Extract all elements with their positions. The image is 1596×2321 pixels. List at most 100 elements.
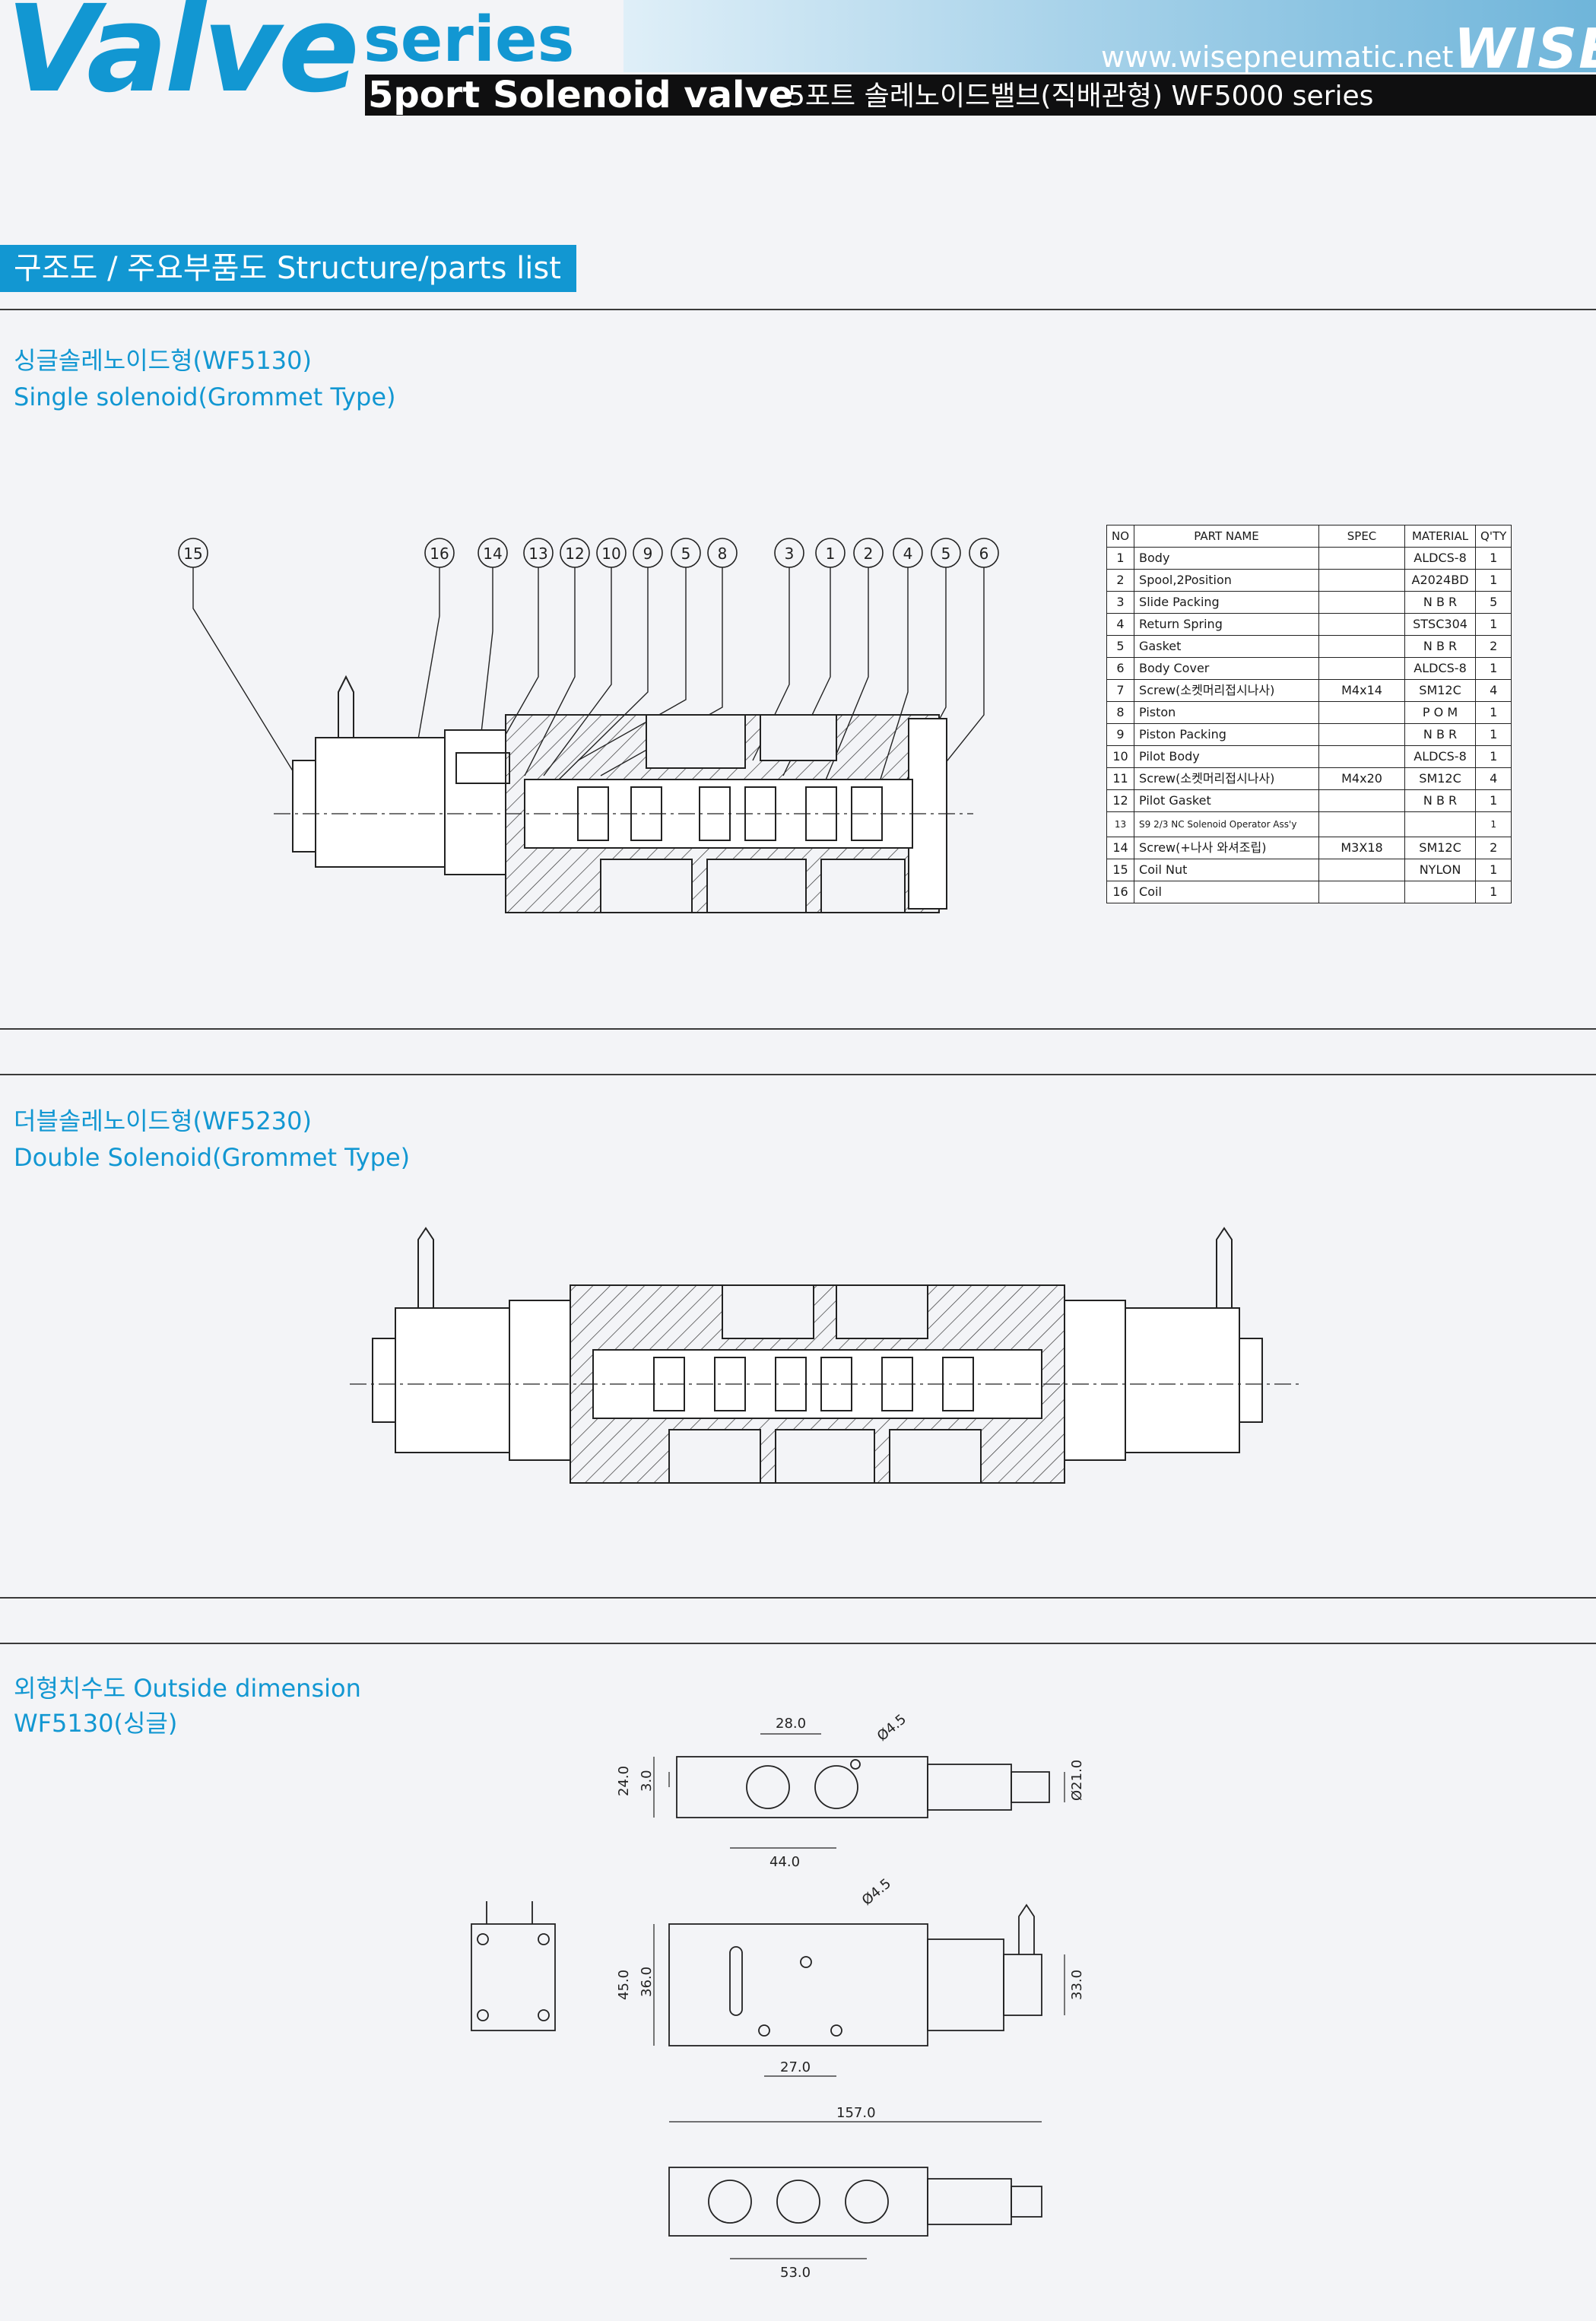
svg-text:4: 4 <box>903 545 913 563</box>
parts-cell-material: ALDCS-8 <box>1404 745 1477 768</box>
parts-cell-no: 12 <box>1106 789 1135 812</box>
parts-cell-spec <box>1318 811 1406 837</box>
parts-cell-name: Piston <box>1134 701 1320 724</box>
parts-cell-material <box>1404 811 1477 837</box>
parts-cell-name: Screw(소켓머리접시나사) <box>1134 679 1320 702</box>
svg-text:2: 2 <box>864 545 874 563</box>
parts-cell-name: Pilot Body <box>1134 745 1320 768</box>
callout-5a: 5 <box>671 538 701 568</box>
section-tab-structure: 구조도 / 주요부품도 Structure/parts list <box>0 245 576 292</box>
parts-cell-spec <box>1318 635 1406 658</box>
parts-cell-qty: 1 <box>1475 723 1512 746</box>
parts-cell-material: N B R <box>1404 723 1477 746</box>
parts-cell-qty: 5 <box>1475 591 1512 614</box>
col-qty: Q'TY <box>1475 525 1512 548</box>
parts-cell-name: Body Cover <box>1134 657 1320 680</box>
parts-cell-spec <box>1318 657 1406 680</box>
parts-cell-qty: 2 <box>1475 837 1512 859</box>
dim-33: 33.0 <box>1069 1970 1085 2000</box>
dimension-lines <box>653 1733 1065 2259</box>
callout-3: 3 <box>774 538 804 568</box>
parts-cell-qty: 1 <box>1475 569 1512 592</box>
parts-cell-spec <box>1318 723 1406 746</box>
port-circle <box>746 1765 790 1809</box>
parts-cell-no: 2 <box>1106 569 1135 592</box>
parts-cell-spec: M4x14 <box>1318 679 1406 702</box>
dim-44: 44.0 <box>769 1854 800 1870</box>
end-view-body <box>471 1923 556 2031</box>
single-solenoid-drawing: 15 16 14 13 12 10 9 5 8 3 1 2 4 5 6 <box>178 538 999 913</box>
parts-cell-spec <box>1318 881 1406 903</box>
parts-cell-spec <box>1318 745 1406 768</box>
single-caption-en: Single solenoid(Grommet Type) <box>14 383 396 411</box>
parts-cell-no: 9 <box>1106 723 1135 746</box>
parts-cell-no: 10 <box>1106 745 1135 768</box>
parts-cell-qty: 1 <box>1475 789 1512 812</box>
parts-cell-name: S9 2/3 NC Solenoid Operator Ass'y <box>1134 811 1320 837</box>
parts-cell-no: 8 <box>1106 701 1135 724</box>
website-link[interactable]: www.wisepneumatic.net <box>1101 40 1454 74</box>
callout-2: 2 <box>853 538 884 568</box>
double-caption-ko: 더블솔레노이드형(WF5230) <box>14 1107 312 1135</box>
parts-cell-no: 15 <box>1106 859 1135 881</box>
title-series: series <box>363 4 575 76</box>
parts-cell-material: ALDCS-8 <box>1404 547 1477 570</box>
parts-cell-no: 7 <box>1106 679 1135 702</box>
parts-cell-material: SM12C <box>1404 767 1477 790</box>
parts-cell-material: STSC304 <box>1404 613 1477 636</box>
callout-9: 9 <box>633 538 663 568</box>
parts-cell-name: Piston Packing <box>1134 723 1320 746</box>
dimension-caption: 외형치수도 Outside dimension <box>14 1674 361 1703</box>
coil-body <box>292 675 510 875</box>
svg-text:5: 5 <box>681 545 691 563</box>
svg-text:14: 14 <box>483 545 502 563</box>
top-view-body <box>676 1756 928 1818</box>
svg-text:16: 16 <box>430 545 449 563</box>
svg-text:9: 9 <box>643 545 653 563</box>
dimension-model: WF5130(싱글) <box>14 1709 178 1738</box>
parts-cell-qty: 1 <box>1475 613 1512 636</box>
parts-cell-spec <box>1318 613 1406 636</box>
parts-cell-spec <box>1318 547 1406 570</box>
header-gradient <box>623 0 1596 72</box>
parts-table-header: NO PART NAME SPEC MATERIAL Q'TY <box>1106 525 1512 548</box>
parts-cell-name: Return Spring <box>1134 613 1320 636</box>
parts-cell-material: N B R <box>1404 789 1477 812</box>
parts-cell-name: Gasket <box>1134 635 1320 658</box>
parts-cell-no: 1 <box>1106 547 1135 570</box>
svg-text:15: 15 <box>183 545 202 563</box>
parts-cell-qty: 1 <box>1475 859 1512 881</box>
front-view-body <box>668 1923 928 2046</box>
parts-cell-no: 4 <box>1106 613 1135 636</box>
divider-4 <box>0 1643 1596 1644</box>
parts-cell-qty: 4 <box>1475 679 1512 702</box>
dim-phi21: Ø21.0 <box>1069 1760 1085 1801</box>
parts-cell-material: A2024BD <box>1404 569 1477 592</box>
parts-cell-name: Screw(소켓머리접시나사) <box>1134 767 1320 790</box>
callout-15: 15 <box>178 538 208 568</box>
parts-cell-qty: 1 <box>1475 547 1512 570</box>
parts-cell-material: SM12C <box>1404 679 1477 702</box>
bottom-view-body <box>668 2167 928 2237</box>
callout-16: 16 <box>424 538 455 568</box>
callout-6: 6 <box>969 538 999 568</box>
svg-text:8: 8 <box>718 545 728 563</box>
parts-cell-spec: M3X18 <box>1318 837 1406 859</box>
parts-cell-no: 11 <box>1106 767 1135 790</box>
brand-logo: WISE <box>1454 17 1596 81</box>
dim-53: 53.0 <box>780 2265 811 2281</box>
parts-cell-name: Screw(+나사 와셔조립) <box>1134 837 1320 859</box>
parts-cell-name: Body <box>1134 547 1320 570</box>
parts-cell-qty: 1 <box>1475 881 1512 903</box>
parts-cell-qty: 1 <box>1475 745 1512 768</box>
